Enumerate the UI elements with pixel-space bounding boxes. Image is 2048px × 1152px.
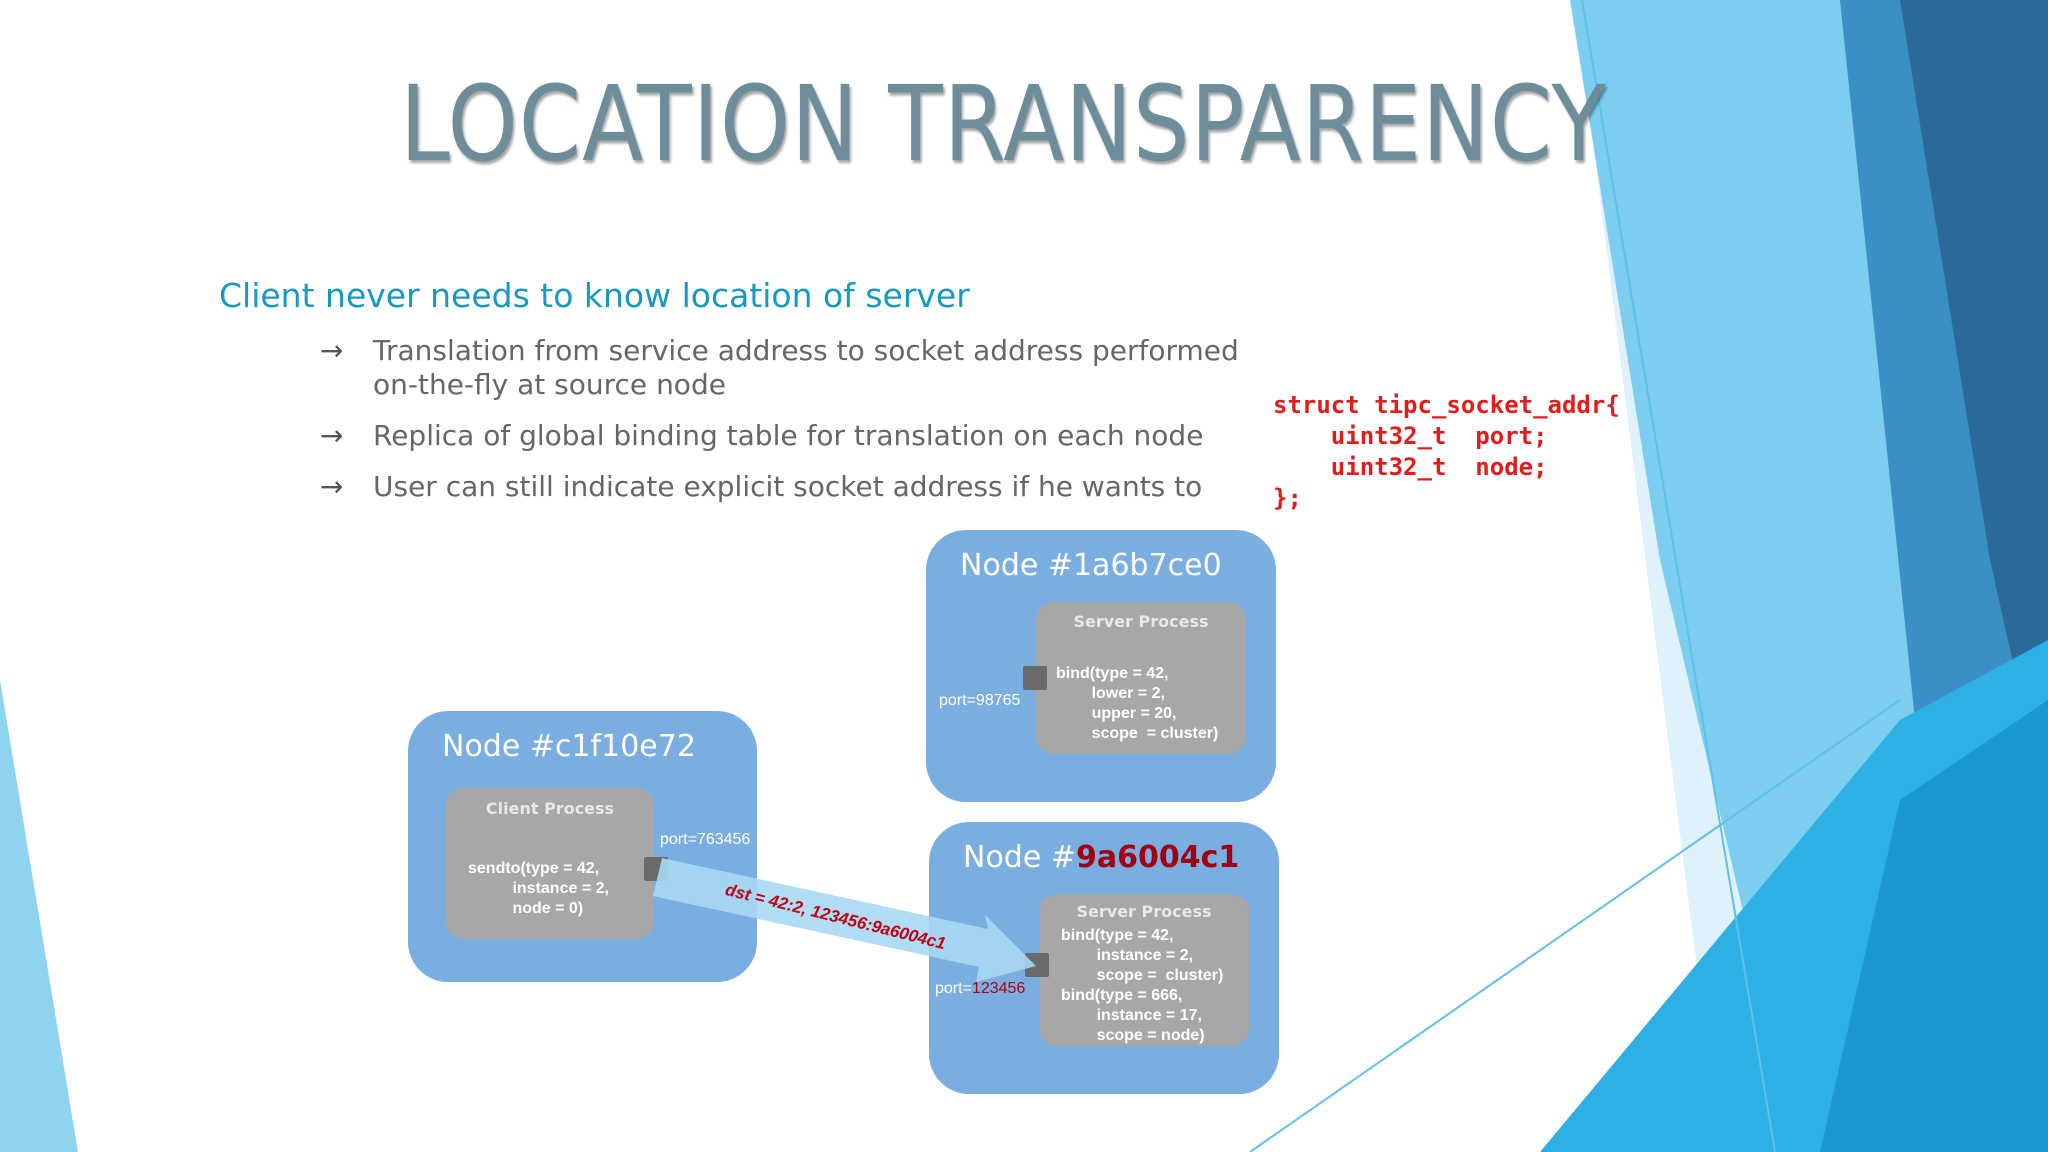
server-process-2-title: Server Process (1076, 902, 1212, 921)
server-1-port-square (1023, 666, 1047, 690)
bullet-text: Translation from service address to sock… (373, 334, 1239, 401)
arrow-right-icon: → (320, 419, 344, 452)
client-port-label: port=763456 (660, 831, 751, 848)
client-process: Client Process sendto(type = 42, instanc… (446, 788, 654, 939)
code-struct-tipc-socket-addr: struct tipc_socket_addr{ uint32_t port; … (1273, 391, 1620, 512)
server-process-2-body: bind(type = 42, instance = 2, scope = cl… (1061, 927, 1224, 1044)
server-2-port-value: 123456 (971, 980, 1026, 997)
server-process-2: Server Process bind(type = 42, instance … (1039, 894, 1249, 1046)
server-process-1-body: bind(type = 42, lower = 2, upper = 20, s… (1056, 665, 1219, 742)
arrow-right-icon: → (320, 470, 344, 503)
bg-line-2 (1249, 699, 1901, 1152)
server-node-2-title: Node #9a6004c1 (963, 840, 1239, 875)
server-1-port-label: port=98765 (939, 692, 1021, 709)
client-process-title: Client Process (485, 799, 615, 818)
slide-title: LOCATION TRANSPARENCY (400, 63, 1608, 185)
server-node-1: Node #1a6b7ce0 Server Process bind(type … (926, 530, 1276, 802)
bg-shape-teal-lower (1820, 700, 2048, 1152)
arrow-right-icon: → (320, 334, 344, 367)
server-node-1-title: Node #1a6b7ce0 (960, 548, 1222, 583)
client-node: Node #c1f10e72 Client Process sendto(typ… (408, 711, 757, 982)
bullet-text: User can still indicate explicit socket … (373, 470, 1203, 503)
client-process-body: sendto(type = 42, instance = 2, node = 0… (468, 860, 609, 917)
server-process-1-title: Server Process (1073, 612, 1209, 631)
bg-shape-darkblue (1900, 0, 2048, 820)
server-node-2-id: 9a6004c1 (1075, 840, 1240, 875)
server-process-1: Server Process bind(type = 42, lower = 2… (1036, 602, 1246, 754)
bullet-text: Replica of global binding table for tran… (373, 419, 1204, 452)
server-2-port-label: port=123456 (935, 980, 1025, 998)
server-2-port-prefix: port= (935, 980, 972, 997)
bg-shape-light-left (0, 680, 78, 1152)
message-arrow-shape (653, 858, 1036, 982)
server-node-2-title-prefix: Node # (963, 840, 1076, 875)
bg-line-1 (1581, 0, 1776, 1152)
client-node-title: Node #c1f10e72 (442, 729, 696, 764)
slide-heading: Client never needs to know location of s… (219, 276, 970, 315)
